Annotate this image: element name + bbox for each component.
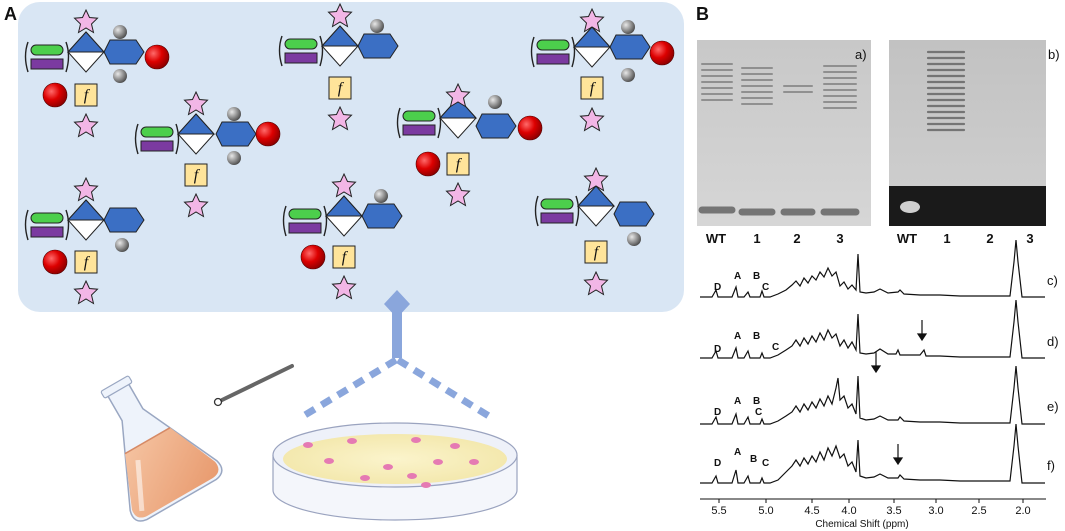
inoculating-loop-icon bbox=[213, 364, 294, 407]
spectrum-tag: e) bbox=[1047, 399, 1059, 414]
grey-ball-icon bbox=[227, 107, 241, 121]
blue-hexagon-icon bbox=[361, 203, 403, 229]
nmr-spectrum-d bbox=[700, 299, 1045, 359]
down-arrow-icon bbox=[892, 444, 904, 466]
x-tick-label: 2.5 bbox=[971, 505, 986, 517]
upward-arrow-icon bbox=[298, 290, 494, 421]
grey-ball-icon bbox=[370, 19, 384, 33]
peak-label: B bbox=[753, 396, 760, 407]
grey-ball-icon bbox=[113, 25, 127, 39]
grey-ball-icon bbox=[621, 68, 635, 82]
red-ball-icon bbox=[255, 121, 281, 147]
grey-ball-icon bbox=[374, 189, 388, 203]
gel-b-lane-label: 1 bbox=[943, 231, 950, 246]
f-box-icon bbox=[332, 245, 356, 269]
peak-label: A bbox=[734, 396, 741, 407]
blue-hexagon-icon bbox=[357, 33, 399, 59]
grey-ball-icon bbox=[227, 151, 241, 165]
red-ball-icon bbox=[300, 244, 326, 270]
blue-hexagon-icon bbox=[215, 121, 257, 147]
red-ball-icon bbox=[649, 40, 675, 66]
grey-ball-icon bbox=[627, 232, 641, 246]
blue-hexagon-icon bbox=[103, 207, 145, 233]
f-box-icon bbox=[74, 250, 98, 274]
panel-label-a: A bbox=[4, 4, 17, 24]
f-box-icon bbox=[584, 240, 608, 264]
x-tick-label: 4.0 bbox=[841, 505, 856, 517]
f-box-icon bbox=[328, 76, 352, 100]
peak-label: C bbox=[772, 342, 779, 353]
peak-label: C bbox=[762, 458, 769, 469]
blue-hexagon-icon bbox=[609, 34, 651, 60]
gel-a-lane-label: 3 bbox=[836, 231, 843, 246]
blue-hexagon-icon bbox=[613, 201, 655, 227]
peak-label: A bbox=[734, 271, 741, 282]
down-arrow-icon bbox=[870, 352, 882, 374]
grey-ball-icon bbox=[115, 238, 129, 252]
peak-label: D bbox=[714, 407, 721, 418]
peak-label: A bbox=[734, 331, 741, 342]
x-tick-label: 2.0 bbox=[1015, 505, 1030, 517]
gel-a-lane-label: 1 bbox=[753, 231, 760, 246]
gel-a-lane-label: 2 bbox=[793, 231, 800, 246]
peak-label: B bbox=[753, 271, 760, 282]
x-axis-title: Chemical Shift (ppm) bbox=[815, 519, 908, 530]
blue-hexagon-icon bbox=[103, 39, 145, 65]
peak-label: D bbox=[714, 458, 721, 469]
gel-b-tag: b) bbox=[1048, 47, 1060, 62]
nmr-spectrum-f bbox=[700, 423, 1045, 484]
spectrum-tag: f) bbox=[1047, 458, 1055, 473]
petri-dish-icon bbox=[272, 422, 518, 521]
grey-ball-icon bbox=[621, 20, 635, 34]
gel-b-lane-label: 2 bbox=[986, 231, 993, 246]
peak-label: C bbox=[755, 407, 762, 418]
peak-label: B bbox=[750, 454, 757, 465]
gel-b-lane-label: 3 bbox=[1026, 231, 1033, 246]
x-tick-label: 3.0 bbox=[928, 505, 943, 517]
grey-ball-icon bbox=[113, 69, 127, 83]
red-ball-icon bbox=[144, 44, 170, 70]
red-ball-icon bbox=[42, 82, 68, 108]
peak-label: A bbox=[734, 447, 741, 458]
spectrum-tag: d) bbox=[1047, 334, 1059, 349]
spectrum-tag: c) bbox=[1047, 273, 1058, 288]
grey-ball-icon bbox=[488, 95, 502, 109]
x-tick-label: 5.5 bbox=[711, 505, 726, 517]
blue-hexagon-icon bbox=[475, 113, 517, 139]
f-box-icon bbox=[184, 163, 208, 187]
peak-label: D bbox=[714, 344, 721, 355]
peak-label: D bbox=[714, 282, 721, 293]
nmr-spectrum-c bbox=[700, 239, 1045, 298]
gel-image-a bbox=[697, 40, 871, 226]
x-tick-label: 5.0 bbox=[758, 505, 773, 517]
red-ball-icon bbox=[42, 249, 68, 275]
x-tick-label: 3.5 bbox=[886, 505, 901, 517]
panel-label-b: B bbox=[696, 4, 709, 24]
flask-icon bbox=[100, 375, 223, 522]
down-arrow-icon bbox=[916, 320, 928, 342]
gel-image-b bbox=[889, 40, 1046, 226]
gel-b-lane-label: WT bbox=[897, 231, 917, 246]
gel-a-tag: a) bbox=[855, 47, 867, 62]
nmr-spectrum-e bbox=[700, 365, 1045, 425]
x-tick-label: 4.5 bbox=[804, 505, 819, 517]
gel-a-lane-label: WT bbox=[706, 231, 726, 246]
f-box-icon bbox=[580, 76, 604, 100]
red-ball-icon bbox=[517, 115, 543, 141]
peak-label: C bbox=[762, 282, 769, 293]
red-ball-icon bbox=[415, 151, 441, 177]
x-axis bbox=[700, 498, 1046, 503]
peak-label: B bbox=[753, 331, 760, 342]
f-box-icon bbox=[446, 152, 470, 176]
glycan-background-box bbox=[18, 2, 684, 312]
